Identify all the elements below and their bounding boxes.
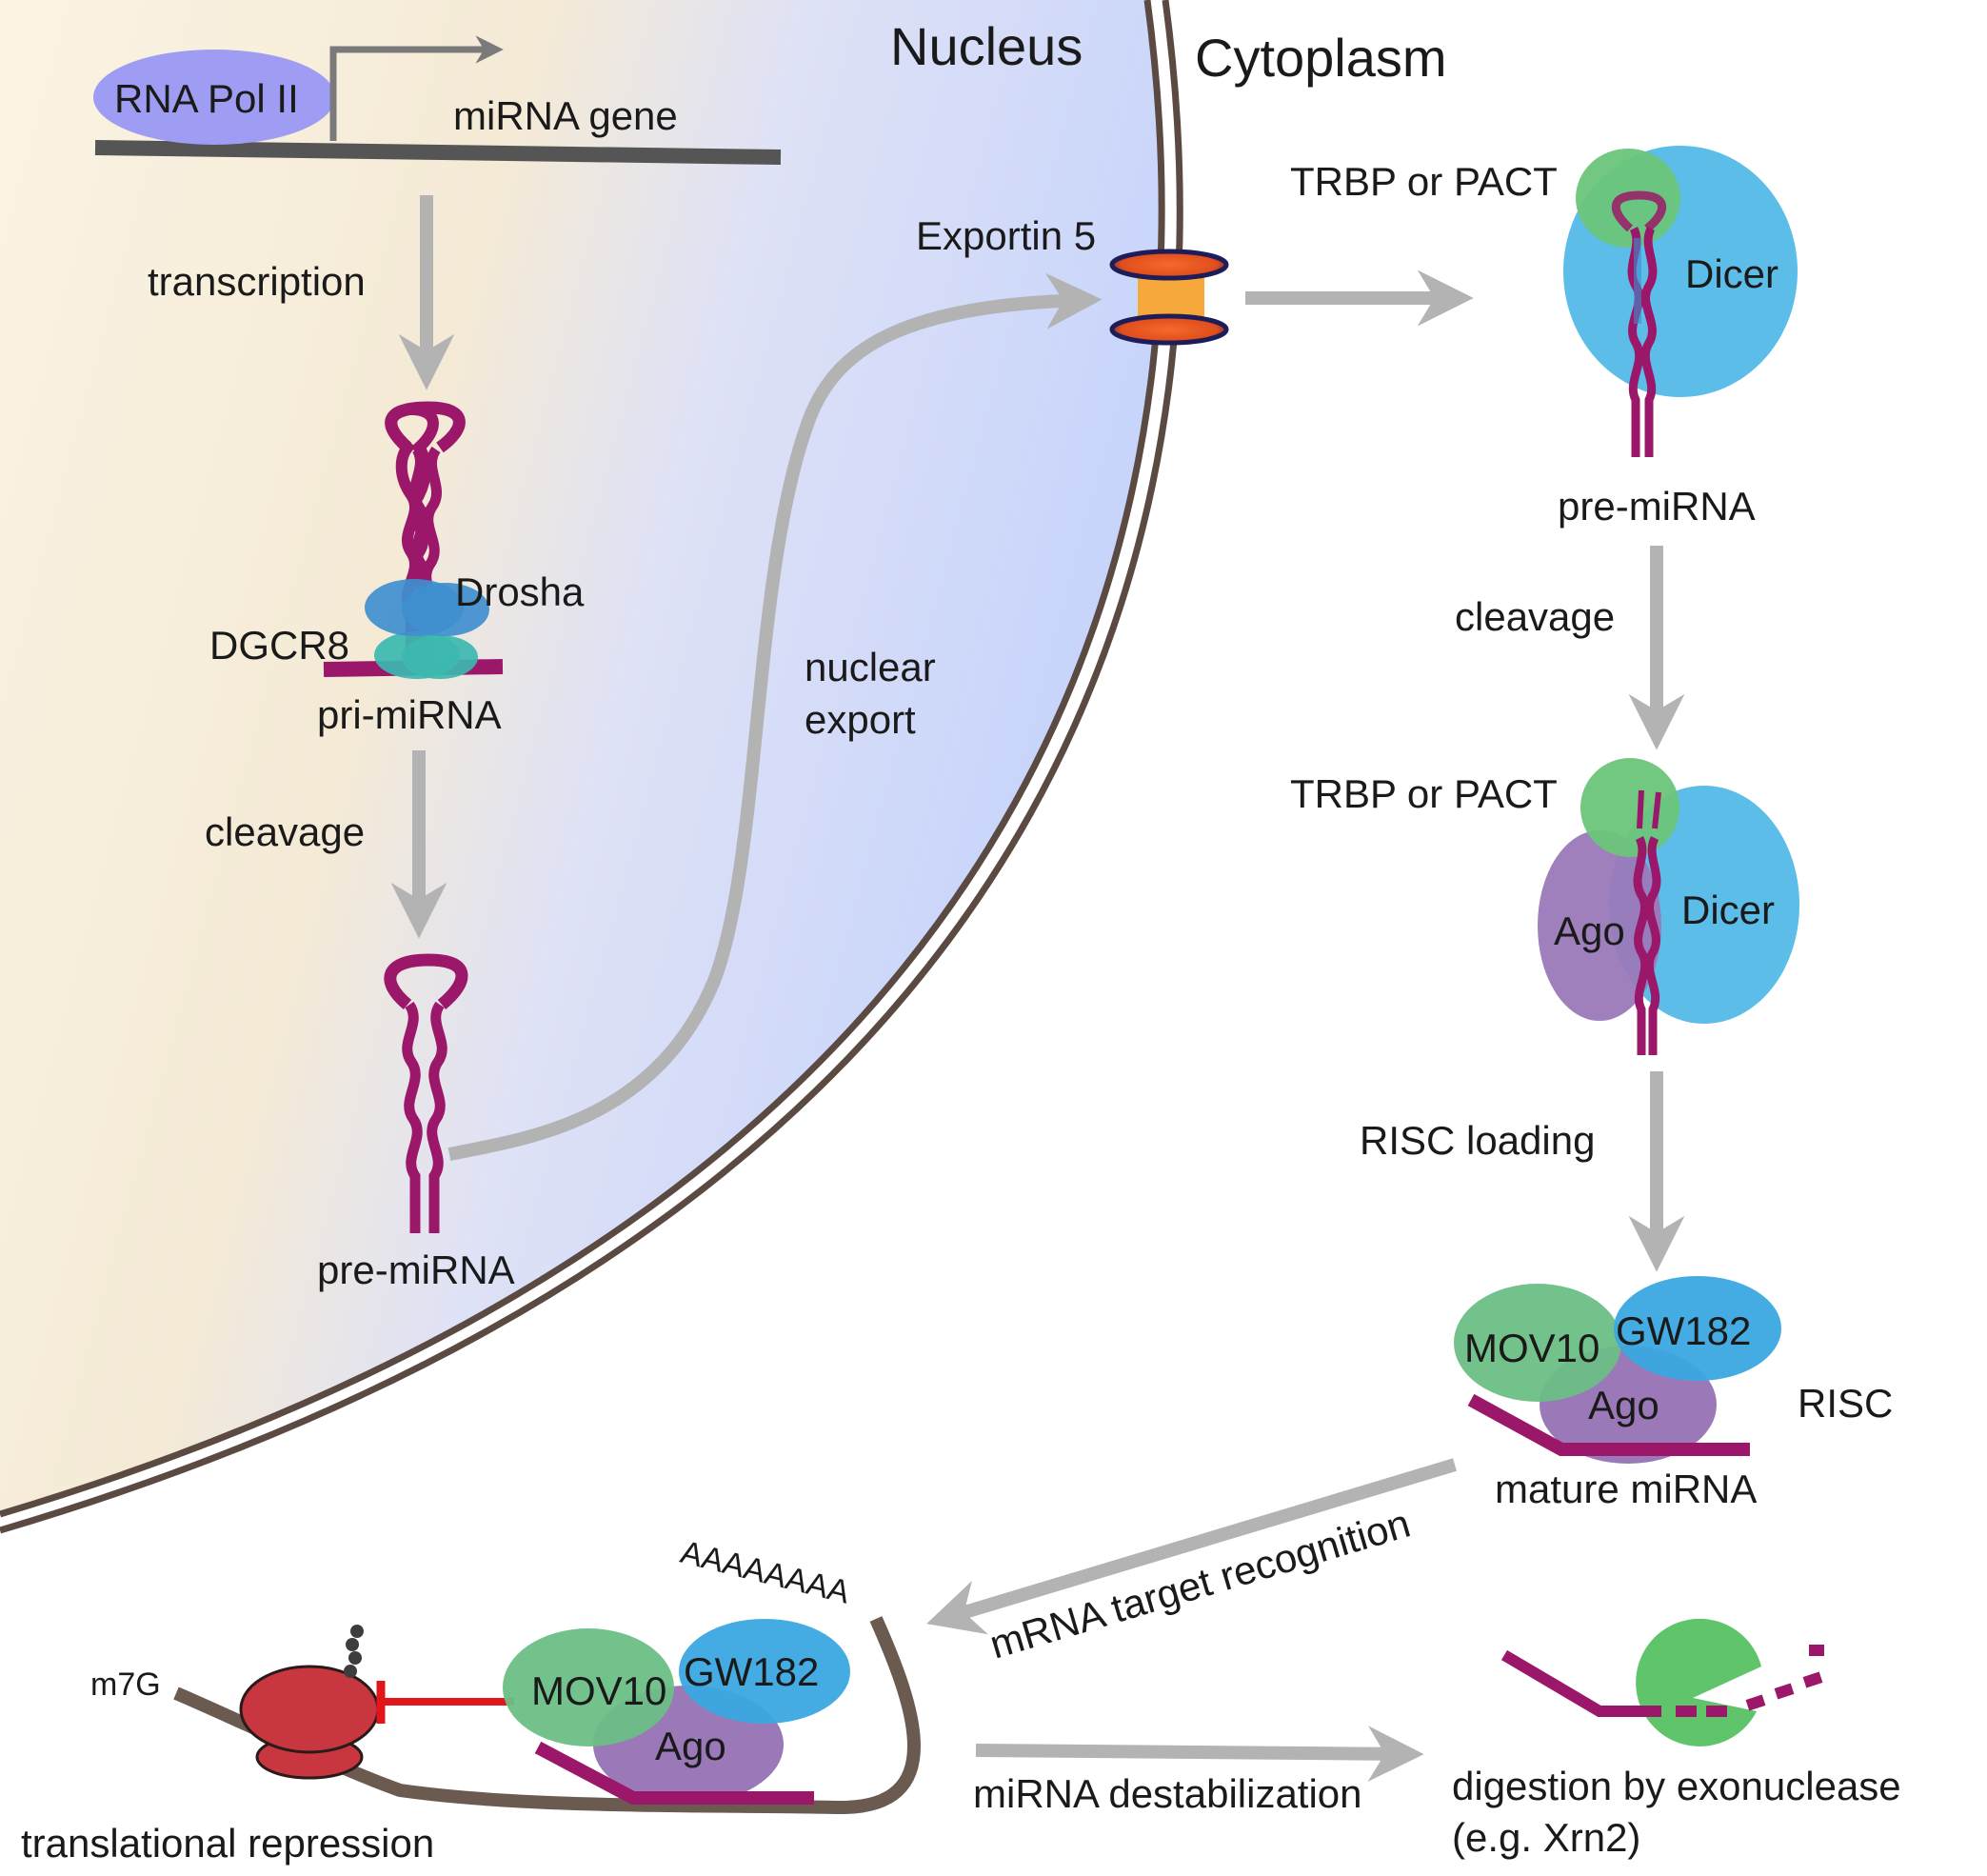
ago-label-3: Ago: [1588, 1383, 1659, 1427]
cap-label: m7G: [90, 1666, 161, 1703]
mirna-gene-label: miRNA gene: [453, 93, 678, 138]
rna-pol-ii-shape: [93, 50, 335, 145]
mov10-label-4: MOV10: [531, 1668, 666, 1713]
transcription-label: transcription: [148, 259, 366, 304]
dicer-label-2: Dicer: [1681, 888, 1775, 932]
exportin-5-label: Exportin 5: [916, 213, 1096, 258]
digestion-label-line1: digestion by exonuclease: [1452, 1764, 1901, 1808]
nuclear-cleavage-label: cleavage: [205, 809, 365, 854]
risc-loading-label: RISC loading: [1360, 1118, 1595, 1163]
mov10-shape-4: [503, 1628, 674, 1746]
nuclear-membrane-outer: [0, 0, 1183, 1534]
ago-label-4: Ago: [655, 1724, 726, 1768]
ago-shape-2: [1538, 830, 1661, 1021]
mature-mirna-strand: [1467, 1393, 1750, 1456]
target-recognition-arrow: [926, 1458, 1458, 1635]
gw182-shape-3: [1614, 1276, 1781, 1381]
drosha-label: Drosha: [455, 569, 585, 614]
nucleus-label: Nucleus: [890, 16, 1083, 76]
inhibition-icon: [376, 1681, 514, 1724]
dna-strand: [94, 140, 782, 165]
dgcr8-label: DGCR8: [209, 623, 349, 668]
nuclear-pre-mirna-label: pre-miRNA: [317, 1247, 515, 1292]
ribosome: [239, 1665, 380, 1780]
gene-locus: [93, 35, 782, 165]
gw182-shape-4: [679, 1619, 850, 1724]
trbp-label-2: TRBP or PACT: [1290, 771, 1558, 816]
cytoplasmic-pre-mirna-label: pre-miRNA: [1558, 484, 1756, 529]
polya-tail-label: AAAAAAAA: [677, 1534, 854, 1611]
ago-label-2: Ago: [1554, 908, 1625, 953]
drosha-right: [402, 583, 489, 636]
translational-repression-label: translational repression: [21, 1821, 434, 1866]
dicer-label-1: Dicer: [1685, 251, 1778, 296]
nuclear-export-label-line1: nuclear: [805, 645, 936, 689]
nucleus-region: [0, 0, 1162, 1514]
pre-mirna-hairpin-nucleus: [384, 953, 468, 1233]
mov10-label-3: MOV10: [1464, 1326, 1600, 1370]
bound-mirna-strand: [534, 1741, 814, 1805]
dgcr8-right: [402, 635, 478, 679]
cytoplasm-label: Cytoplasm: [1195, 28, 1447, 88]
nuclear-membrane-inner: [0, 0, 1165, 1518]
nuclear-export-arrow: [447, 272, 1103, 1161]
pri-mirna-label: pri-miRNA: [317, 692, 502, 737]
transcription-start-arrow: [329, 35, 504, 141]
destabilization-arrow: [975, 1726, 1424, 1783]
exonuclease-pacman-icon: [1636, 1618, 1761, 1746]
mature-mirna-label: mature miRNA: [1495, 1467, 1757, 1511]
nuclear-export-label-line2: export: [805, 697, 916, 742]
gw182-label-3: GW182: [1616, 1308, 1751, 1353]
exportin-5-pore: [1109, 249, 1229, 346]
risc-label: RISC: [1798, 1381, 1893, 1426]
degrading-mirna-strand: [1500, 1649, 1661, 1717]
mirna-fragments: [1676, 1645, 1824, 1717]
rna-pol-ii-label: RNA Pol II: [114, 76, 299, 121]
pre-mirna-in-dicer: [1611, 190, 1667, 457]
cytoplasmic-cleavage-label: cleavage: [1455, 594, 1615, 639]
digestion-label-line2: (e.g. Xrn2): [1452, 1815, 1640, 1860]
trbp-label-1: TRBP or PACT: [1290, 159, 1558, 204]
mov10-shape-3: [1454, 1284, 1621, 1402]
mirna-duplex-in-dicer: [1633, 789, 1661, 1055]
trbp-shape-2: [1580, 758, 1679, 857]
nascent-peptide-icon: [344, 1625, 364, 1678]
destabilization-label: miRNA destabilization: [973, 1771, 1362, 1816]
gw182-label-4: GW182: [684, 1649, 819, 1694]
